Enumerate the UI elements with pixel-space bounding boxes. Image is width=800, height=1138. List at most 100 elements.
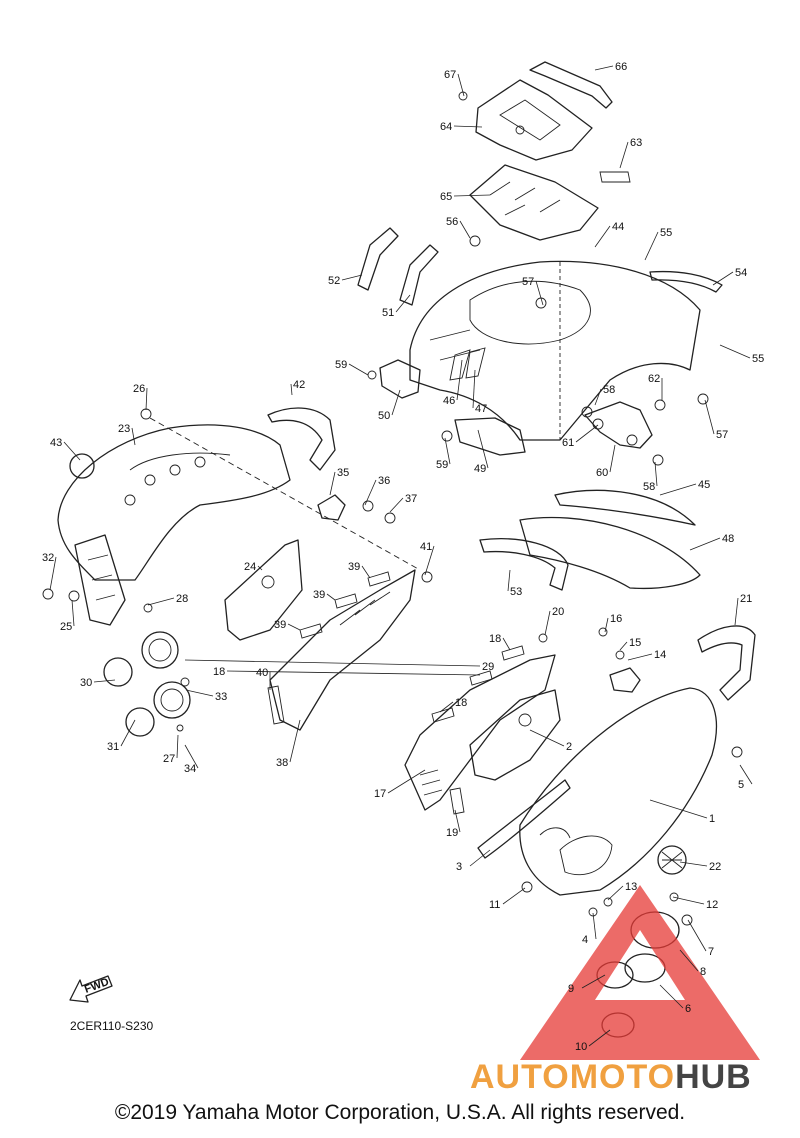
callout-leader: [63, 441, 81, 461]
callout-number: 51: [382, 307, 394, 319]
callout-number: 11: [489, 899, 500, 911]
callout-leader: [679, 861, 708, 867]
part-panel-17: [404, 654, 556, 811]
part-bracket-65: [469, 164, 599, 241]
callout-leader: [329, 471, 336, 496]
callout-number: 55: [752, 353, 764, 365]
callout-number: 46: [443, 395, 455, 407]
watermark-logo: [520, 885, 760, 1060]
part-mud-flap-45: [554, 489, 696, 526]
callout-number: 35: [337, 467, 349, 479]
callout-leader: [581, 974, 606, 989]
callout-leader: [444, 437, 451, 465]
callout-number: 6: [685, 1003, 691, 1015]
part-bracket-21: [697, 625, 756, 701]
callout-number: 49: [474, 463, 486, 475]
callout-number: 47: [475, 403, 487, 415]
callout-leader: [184, 744, 199, 769]
callout-number: 20: [552, 606, 564, 618]
callout-leader: [257, 565, 263, 571]
callout-leader: [734, 597, 739, 626]
callout-leader: [719, 344, 751, 359]
callout-number: 44: [612, 221, 624, 233]
part-clip-50: [367, 359, 421, 399]
diagram-code: 2CER110-S230: [70, 1019, 153, 1033]
part-bolts-right: [521, 746, 743, 893]
callout-leader: [348, 363, 369, 376]
part-bracket-35: [317, 494, 346, 521]
callout-leader: [185, 689, 214, 697]
callout-number: 29: [482, 661, 494, 673]
part-bracket-53: [479, 538, 569, 591]
callout-leader: [364, 479, 377, 506]
callout-number: 53: [510, 586, 522, 598]
callout-number: 67: [444, 69, 456, 81]
part-seat-cover-64: [475, 79, 593, 161]
callout-leader: [145, 387, 148, 411]
callout-leader: [594, 388, 602, 406]
callout-leader: [687, 919, 707, 952]
callout-number: 39: [274, 619, 286, 631]
callout-leader: [672, 896, 705, 905]
callout-leader: [644, 231, 659, 261]
callout-leader: [454, 809, 461, 833]
callout-leader: [607, 885, 624, 901]
callout-number: 38: [276, 757, 288, 769]
callout-number: 5: [738, 779, 744, 791]
callout-leader: [361, 565, 371, 579]
watermark-brand: AUTOMOTOHUB: [470, 1058, 752, 1096]
callout-leader: [679, 949, 699, 972]
callout-leader: [627, 653, 653, 661]
callout-number: 56: [446, 216, 458, 228]
callout-leader: [704, 399, 715, 435]
callout-number: 30: [80, 677, 92, 689]
callout-number: 37: [405, 493, 417, 505]
callout-leader: [326, 593, 336, 601]
callout-number: 16: [610, 613, 622, 625]
part-bracket-42: [267, 407, 336, 471]
part-main-cover-1: [519, 687, 718, 896]
callout-number: 4: [582, 934, 588, 946]
callout-number: 39: [313, 589, 325, 601]
callout-leader: [544, 610, 551, 636]
callout-leader: [588, 1029, 611, 1047]
callout-number: 3: [456, 861, 462, 873]
callout-number: 13: [625, 881, 637, 893]
callout-number: 18: [455, 697, 467, 709]
part-label-63: [599, 171, 631, 183]
callout-number: 62: [648, 373, 660, 385]
part-bracket-49: [454, 417, 526, 456]
callout-number: 17: [374, 788, 386, 800]
callout-leader: [120, 719, 136, 747]
callout-number: 42: [293, 379, 305, 391]
part-panel-38: [269, 569, 416, 731]
callout-leader: [654, 461, 658, 487]
callout-number: 58: [603, 384, 615, 396]
callout-number: 36: [378, 475, 390, 487]
callout-leader: [535, 280, 544, 306]
part-bracket-14-15-16: [598, 627, 641, 693]
callout-number: 8: [700, 966, 706, 978]
callout-number: 14: [654, 649, 666, 661]
callout-number: 19: [446, 827, 458, 839]
callout-leader: [594, 225, 611, 248]
part-trim-3: [477, 779, 571, 859]
callout-number: 63: [630, 137, 642, 149]
callout-leader: [226, 670, 481, 676]
callout-leader: [604, 617, 609, 633]
part-bolts-upper: [441, 91, 709, 466]
part-bolts-left: [42, 408, 433, 602]
part-cover-23: [57, 424, 291, 581]
callout-leader: [712, 271, 734, 286]
callout-leader: [659, 984, 684, 1009]
callout-leader: [477, 429, 489, 469]
callout-number: 33: [215, 691, 227, 703]
callout-number: 31: [107, 741, 119, 753]
callout-number: 66: [615, 61, 627, 73]
callout-leader: [71, 599, 75, 627]
callout-leader: [472, 369, 476, 409]
callout-number: 57: [522, 276, 534, 288]
callout-number: 22: [709, 861, 721, 873]
part-seal-46-47: [449, 347, 486, 381]
